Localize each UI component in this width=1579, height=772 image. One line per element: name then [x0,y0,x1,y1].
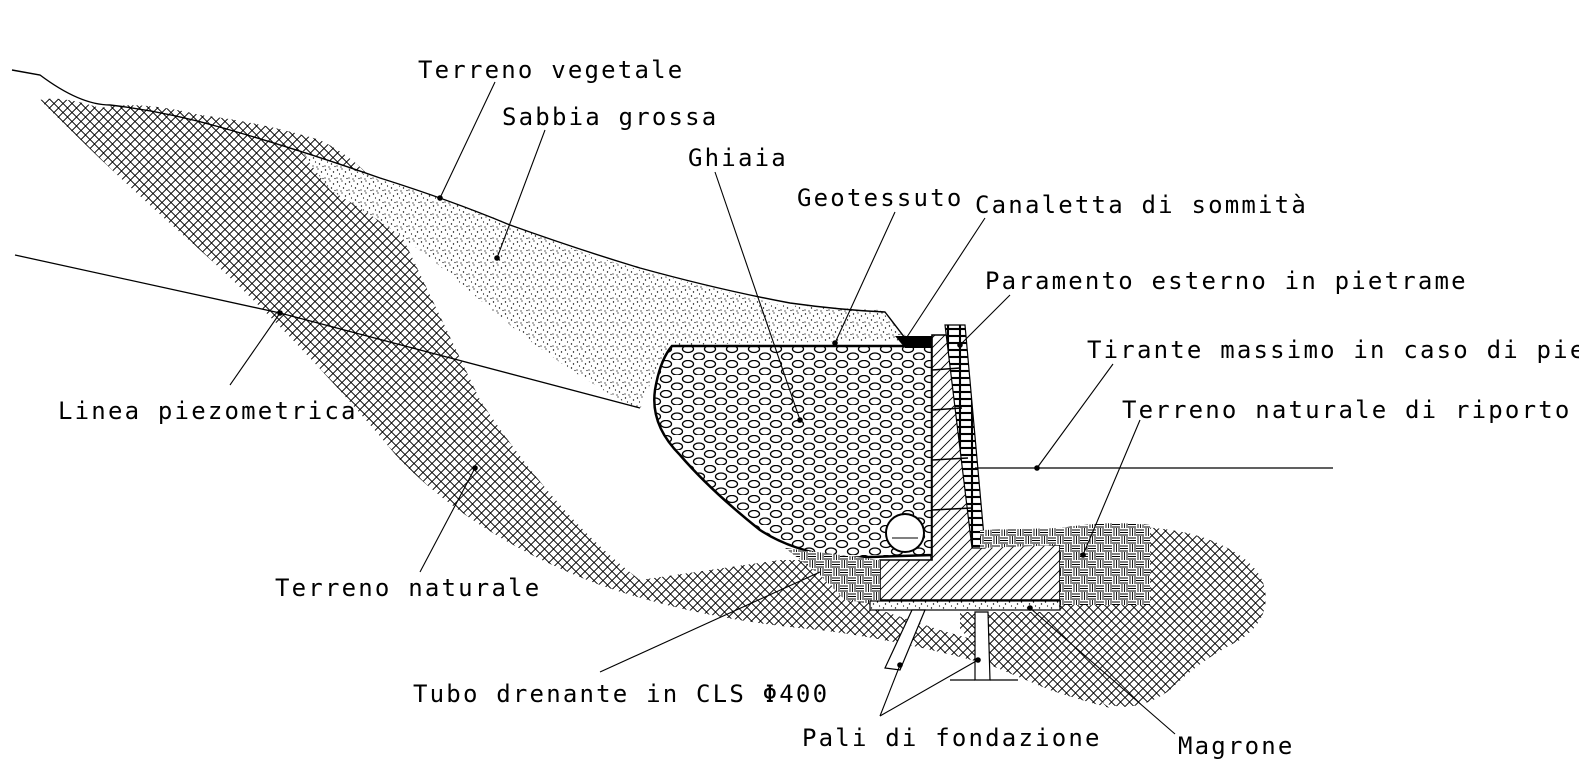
label-paramento: Paramento esterno in pietrame [985,267,1468,295]
sand-region [300,150,910,410]
label-tubo-drenante: Tubo drenante in CLS Φ400 [413,680,829,708]
gravel-drain-region [653,344,934,560]
stone-facing-region [944,324,986,549]
label-canaletta: Canaletta di sommità [975,191,1308,219]
label-terreno-riporto: Terreno naturale di riporto [1122,396,1572,424]
drain-pipe-circle [885,513,925,553]
leader-lines [229,81,1176,735]
label-terreno-naturale: Terreno naturale [275,574,541,602]
label-pali-fondazione: Pali di fondazione [802,724,1102,752]
backfill-region [980,523,1150,605]
top-channel-shape [895,336,932,348]
label-sabbia-grossa: Sabbia grossa [502,103,718,131]
label-linea-piezometrica: Linea piezometrica [58,397,358,425]
right-natural-ground-region [930,526,1266,707]
foundation-pile-left [884,609,926,671]
natural-ground-region [40,98,1110,709]
label-terreno-vegetale: Terreno vegetale [418,56,684,84]
label-ghiaia: Ghiaia [688,144,788,172]
foundation-pile-right [974,611,991,681]
ground-surface-line [11,69,906,339]
leader-dots [277,195,1086,668]
label-tirante: Tirante massimo in caso di piena [1087,336,1579,364]
lean-concrete-slab [869,600,1061,611]
label-geotessuto: Geotessuto [797,184,964,212]
backfill-left-region [785,548,880,605]
wall-tie-bars [931,367,973,511]
label-magrone: Magrone [1178,732,1295,760]
